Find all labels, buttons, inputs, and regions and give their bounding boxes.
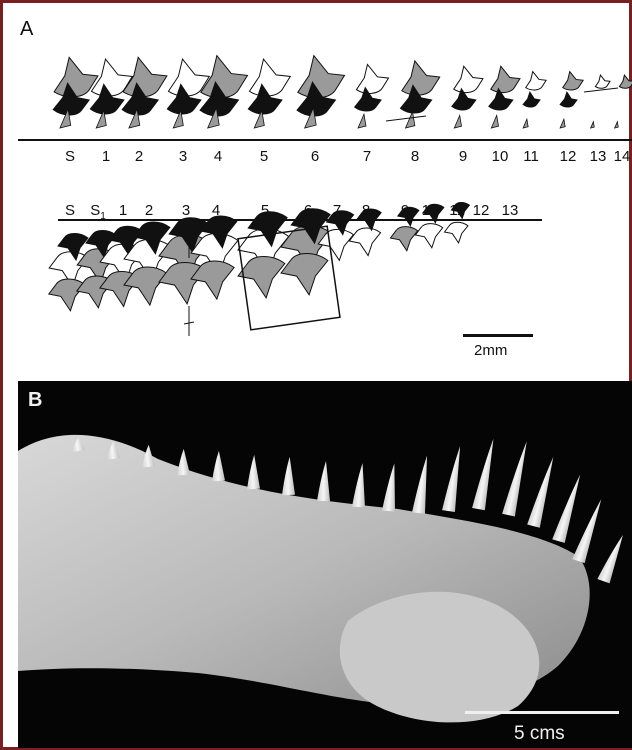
lower-label-11: 10 [422, 202, 439, 219]
upper-label-1: 1 [102, 148, 110, 165]
lower-label-4: 3 [182, 202, 190, 219]
jaw-tooth-7 [317, 461, 330, 501]
upper-tooth-outer-13 [594, 74, 610, 89]
jaw-tooth-10 [412, 455, 431, 514]
lower-label-5: 4 [212, 202, 220, 219]
lower-label-0: S [65, 202, 75, 219]
upper-tooth-spike-14 [615, 122, 619, 128]
lower-label-1: S1 [90, 202, 106, 222]
lower-label-9: 8 [362, 202, 370, 219]
lower-tooth-outer-9 [349, 228, 380, 256]
jaw-tooth-15 [552, 472, 584, 543]
upper-tooth-outer-9 [452, 65, 484, 94]
jaw-tooth-12 [472, 437, 497, 510]
upper-tooth-outer-10 [489, 65, 521, 94]
jaw-tooth-13 [502, 439, 531, 516]
lower-tooth-outer-11 [415, 224, 442, 248]
upper-tooth-spike-12 [560, 119, 565, 128]
lower-label-3: 2 [145, 202, 153, 219]
jaw-tooth-14 [527, 455, 557, 528]
upper-tooth-spike-8 [405, 112, 414, 128]
lower-label-13: 12 [473, 202, 490, 219]
lower-label-14: 13 [502, 202, 519, 219]
upper-tooth-spike-13 [591, 122, 595, 128]
lower-tooth-outer-10 [390, 227, 417, 251]
tooth-replacement-diagram [6, 6, 632, 374]
scale-bar-2mm [463, 334, 533, 337]
upper-label-9: 9 [459, 148, 467, 165]
upper-tooth-outer-5 [247, 57, 292, 98]
shark-jaw-photo [18, 381, 632, 748]
upper-label-7: 7 [363, 148, 371, 165]
upper-tooth-outer-6 [295, 53, 347, 99]
jaw-tooth-5 [245, 455, 260, 490]
upper-label-6: 6 [311, 148, 319, 165]
upper-tooth-outer-11 [524, 70, 547, 90]
lower-tooth-outer-12 [445, 222, 468, 243]
upper-label-10: 10 [492, 148, 509, 165]
lower-label-8: 7 [333, 202, 341, 219]
panel-b-jaw-photo: B 5 cms [18, 381, 632, 748]
upper-label-8: 8 [411, 148, 419, 165]
upper-label-0: S [65, 148, 75, 165]
jaw-tooth-11 [442, 445, 464, 512]
jaw-tooth-9 [382, 463, 398, 512]
upper-tooth-spike-9 [454, 115, 461, 128]
jaw-tooth-17 [597, 532, 626, 583]
upper-tooth-row [51, 53, 632, 128]
lower-label-2: 1 [119, 202, 127, 219]
lower-label-12: 11 [449, 202, 465, 219]
upper-label-2: 2 [135, 148, 143, 165]
upper-label-12: 12 [560, 148, 577, 165]
scale-bar-2mm-label: 2mm [474, 342, 507, 359]
lower-tooth-base-0 [49, 279, 85, 311]
upper-tooth-spike-7 [358, 114, 366, 128]
upper-label-14: 14 [614, 148, 631, 165]
upper-tooth-inner-11 [523, 92, 540, 107]
scale-bar-5cm [465, 711, 619, 714]
jaw-tooth-4 [210, 451, 225, 482]
lower-label-10: 9 [401, 202, 409, 219]
jaw-tooth-8 [352, 463, 367, 507]
upper-label-4: 4 [214, 148, 222, 165]
upper-tooth-outer-12 [561, 70, 584, 90]
upper-tooth-spike-10 [491, 115, 498, 128]
scale-bar-5cm-label: 5 cms [514, 723, 565, 745]
panel-b-label: B [28, 389, 42, 412]
panel-a-tooth-diagram: A S1234567891011121314 SS112345678910111… [6, 6, 632, 374]
lower-label-7: 6 [304, 202, 312, 219]
upper-tooth-inner-12 [560, 92, 577, 107]
upper-label-13: 13 [590, 148, 607, 165]
jaw-tooth-6 [281, 457, 295, 495]
lower-tooth-base-7 [281, 254, 328, 295]
upper-label-3: 3 [179, 148, 187, 165]
upper-tooth-outer-7 [354, 63, 389, 95]
jaw-tooth-16 [572, 496, 605, 563]
lower-label-6: 5 [261, 202, 269, 219]
upper-tooth-outer-8 [399, 59, 441, 97]
upper-label-11: 11 [523, 148, 539, 165]
upper-label-5: 5 [260, 148, 268, 165]
upper-tooth-spike-11 [523, 119, 528, 128]
upper-tooth-outer-14 [618, 74, 632, 89]
